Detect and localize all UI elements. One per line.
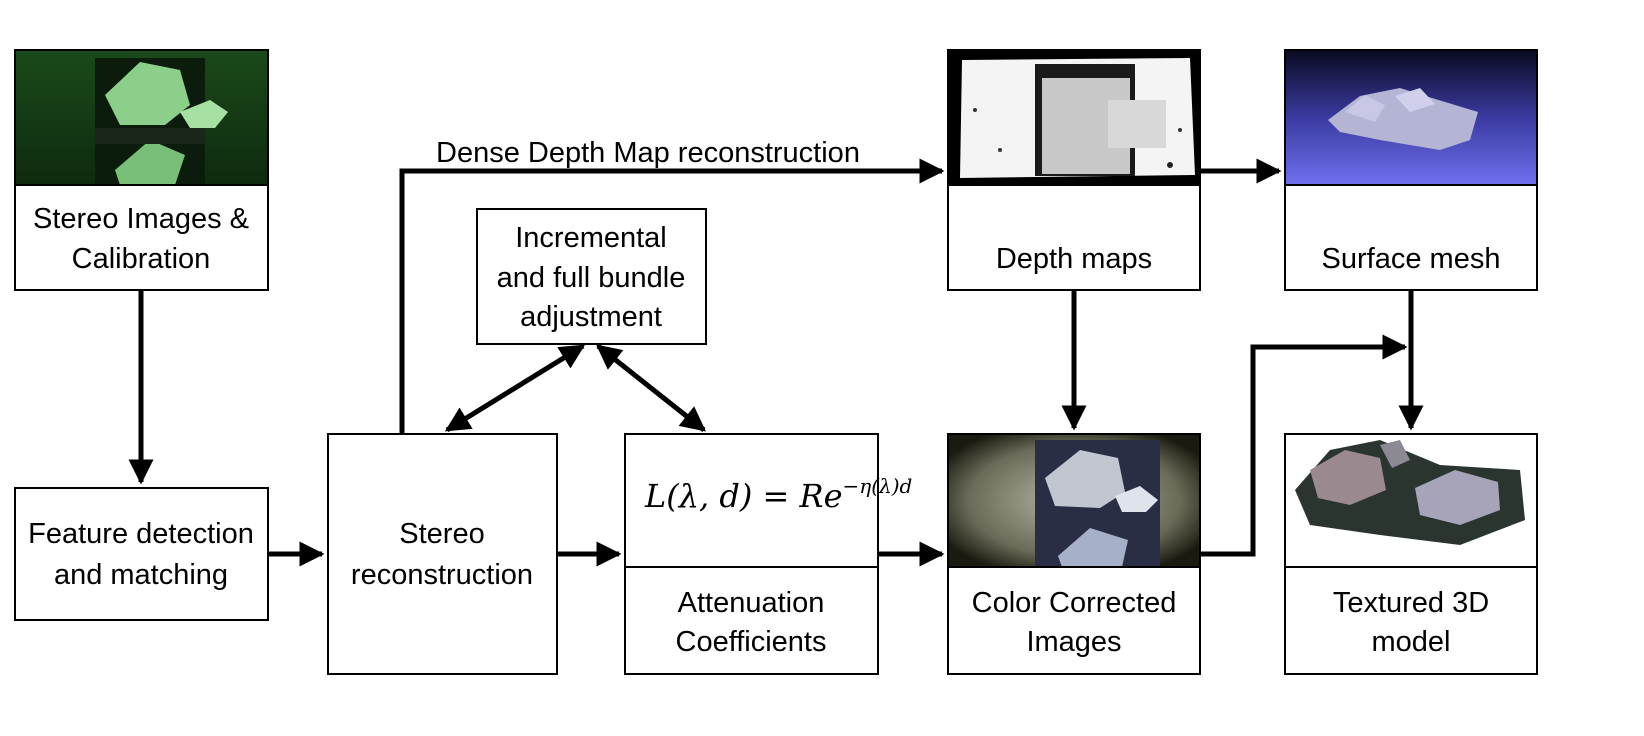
surface-mesh-label: Surface mesh [1322, 243, 1501, 275]
depth-maps-node: Depth maps [947, 49, 1201, 291]
stereo-images-node: Stereo Images & Calibration [14, 49, 269, 291]
bundle-adjustment-label-3: adjustment [520, 301, 662, 333]
textured-model-thumbnail [1286, 435, 1536, 566]
attenuation-node: L(λ, d) = Re−η(λ)d Attenuation Coefficie… [624, 433, 912, 675]
dense-depth-edge-label: Dense Depth Map reconstruction [436, 137, 860, 169]
attenuation-label-1: Attenuation [678, 587, 825, 619]
feature-detection-node: Feature detection and matching [14, 487, 269, 621]
attenuation-label-2: Coefficients [676, 626, 827, 658]
stereo-images-label-2: Calibration [72, 243, 211, 275]
stereo-reconstruction-label-2: reconstruction [351, 559, 533, 591]
stereo-reconstruction-node: Stereo reconstruction [327, 433, 558, 675]
color-corrected-thumbnail [948, 434, 1200, 567]
textured-model-node: Textured 3D model [1284, 433, 1538, 675]
bundle-adjustment-node: Incremental and full bundle adjustment [476, 208, 707, 345]
arrow-bundle-stereo-bidirectional [444, 343, 586, 433]
bundle-adjustment-label-2: and full bundle [497, 262, 686, 294]
textured-model-label-1: Textured 3D [1333, 587, 1489, 619]
attenuation-equation: L(λ, d) = Re−η(λ)d [644, 474, 912, 515]
surface-mesh-node: Surface mesh [1284, 49, 1538, 291]
arrow-color-corrected-to-textured-model [1200, 334, 1408, 557]
bundle-adjustment-label-1: Incremental [515, 222, 667, 254]
stereo-reconstruction-label-1: Stereo [399, 518, 484, 550]
color-corrected-label-2: Images [1026, 626, 1121, 658]
color-corrected-node: Color Corrected Images [947, 433, 1201, 675]
feature-detection-label-2: and matching [54, 559, 228, 591]
stereo-images-label-1: Stereo Images & [33, 203, 249, 235]
textured-model-label-2: model [1372, 626, 1451, 658]
equation-main: L(λ, d) = Re [644, 477, 843, 515]
arrow-bundle-attenuation-bidirectional [596, 344, 706, 432]
equation-exponent: −η(λ)d [843, 474, 913, 498]
color-corrected-label-1: Color Corrected [972, 587, 1177, 619]
depth-maps-label: Depth maps [996, 243, 1152, 275]
arrow-dense-depth-map [399, 158, 945, 434]
arrows [128, 158, 1424, 567]
feature-detection-label-1: Feature detection [28, 518, 254, 550]
stereo-images-thumbnail [15, 50, 268, 185]
depth-map-thumbnail [948, 50, 1200, 185]
surface-mesh-thumbnail [1285, 50, 1537, 185]
